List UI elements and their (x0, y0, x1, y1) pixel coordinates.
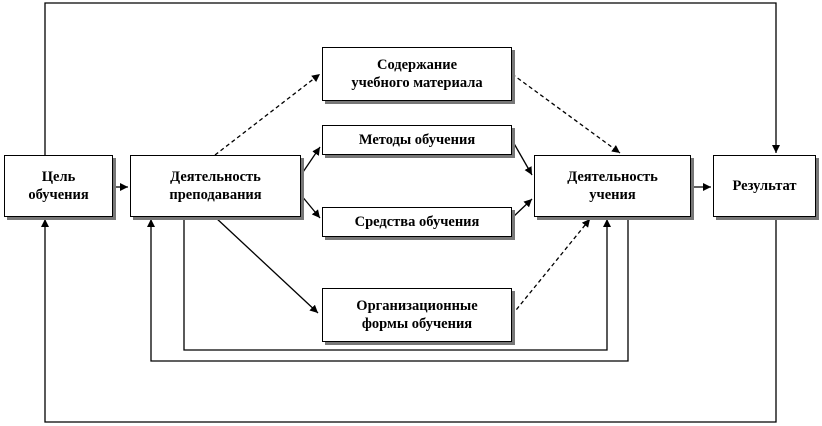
edge-forms-to-learning (511, 218, 591, 316)
goal-box: Цель обучения (4, 155, 113, 217)
edge-teaching-to-content (214, 73, 321, 156)
content-box: Содержание учебного материала (322, 47, 512, 101)
edge-teaching-to-forms (214, 216, 319, 314)
edge-learning-to-teaching-loop (147, 217, 629, 362)
teaching-activity-box: Деятельность преподавания (130, 155, 301, 217)
edge-result-to-goal (41, 217, 777, 423)
means-box: Средства обучения (322, 207, 512, 237)
edge-methods-to-learning (511, 139, 533, 176)
edge-content-to-learning (511, 73, 621, 154)
edge-teaching-to-methods (300, 146, 321, 176)
learning-activity-box: Деятельность учения (534, 155, 691, 217)
edge-goal-to-result (44, 2, 780, 155)
methods-box: Методы обучения (322, 125, 512, 155)
edge-teaching-to-learning-loop (183, 217, 611, 351)
result-box: Результат (713, 155, 816, 217)
edge-teaching-to-means (300, 194, 321, 219)
organizational-forms-box: Организационные формы обучения (322, 288, 512, 342)
edge-means-to-learning (511, 198, 533, 219)
